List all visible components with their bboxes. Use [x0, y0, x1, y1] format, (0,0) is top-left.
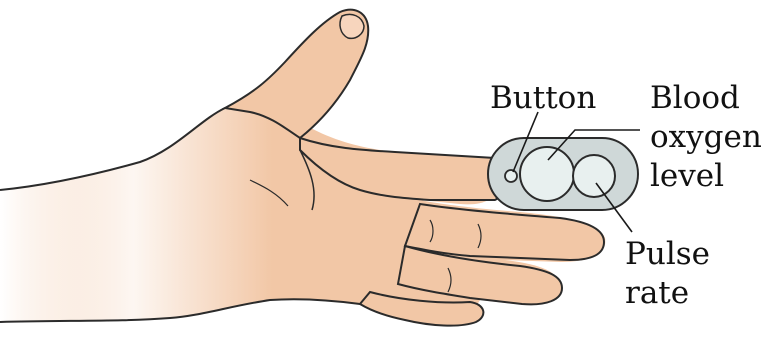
label-pulse-line1: Pulse [625, 236, 710, 272]
hand-ring-finger [396, 244, 564, 306]
knuckle-line [477, 223, 482, 249]
palm-crease [299, 149, 315, 211]
label-blood-oxygen-line3: level [650, 158, 725, 194]
hand-illustration [0, 8, 606, 327]
pulse-rate-display [572, 154, 616, 198]
pulse-oximeter-device [487, 137, 639, 211]
blood-oxygen-leader-line [547, 129, 640, 161]
leader-lines [512, 111, 640, 233]
thumb-nail [339, 13, 365, 40]
hand-outline-top [0, 107, 226, 191]
pulse-rate-leader-line [595, 182, 633, 233]
hand-middle-finger [403, 202, 606, 262]
blood-oxygen-display [519, 146, 575, 202]
hand-little-finger [358, 290, 485, 327]
label-pulse-line2: rate [625, 275, 690, 311]
button-leader-line [512, 111, 539, 173]
label-blood-oxygen-line2: oxygen [650, 119, 762, 155]
device-button [504, 169, 518, 183]
palm-crease [249, 179, 289, 207]
hand-index-finger [299, 136, 504, 201]
hand-outline-bottom [0, 298, 361, 323]
knuckle-line [447, 267, 452, 293]
label-button: Button [490, 80, 597, 116]
knuckle-line [429, 219, 434, 243]
label-blood-oxygen-line1: Blood [650, 80, 740, 116]
